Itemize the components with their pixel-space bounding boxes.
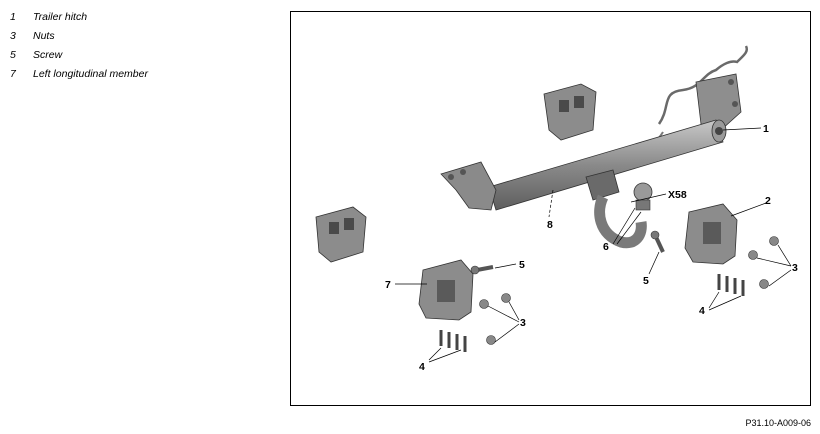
nut — [769, 236, 779, 246]
callout-3-right: 3 — [792, 262, 798, 274]
legend-number: 1 — [10, 11, 16, 23]
legend-number: 7 — [10, 68, 16, 80]
wiring-harness — [657, 45, 748, 125]
legend-text: Trailer hitch — [33, 11, 88, 23]
callout-7: 7 — [385, 279, 391, 291]
legend-item: 7 Left longitudinal member — [10, 65, 148, 84]
callout-8: 8 — [547, 219, 553, 231]
callout-3-left: 3 — [520, 317, 526, 329]
legend-item: 5 Screw — [10, 46, 148, 65]
callout-6: 6 — [603, 241, 609, 253]
legend-number: 3 — [10, 30, 16, 42]
figure-reference: P31.10-A009-06 — [745, 418, 811, 428]
leader-lines — [395, 127, 792, 363]
callout-5-left: 5 — [519, 259, 525, 271]
diagram-frame: 1 2 3 3 4 4 5 5 6 7 8 X58 — [290, 11, 811, 406]
tow-ball — [633, 182, 653, 202]
ball-neck — [594, 194, 647, 249]
nut — [479, 299, 489, 309]
left-bracket — [315, 206, 367, 263]
crossmember-tube — [488, 119, 724, 211]
nut — [759, 279, 769, 289]
callout-1: 1 — [763, 123, 769, 135]
legend-number: 5 — [10, 49, 16, 61]
callout-x58: X58 — [668, 189, 687, 201]
callout-4-right: 4 — [699, 305, 705, 317]
legend: 1 Trailer hitch 3 Nuts 5 Screw 7 Left lo… — [10, 8, 148, 84]
nut — [501, 293, 511, 303]
bolt-group-right — [717, 274, 745, 296]
legend-text: Nuts — [33, 30, 55, 42]
exploded-view-drawing: 1 2 3 3 4 4 5 5 6 7 8 X58 — [315, 45, 798, 373]
towbar-head — [585, 169, 620, 201]
callout-5-right: 5 — [643, 275, 649, 287]
legend-text: Screw — [33, 49, 63, 61]
legend-text: Left longitudinal member — [33, 68, 148, 80]
nut — [748, 250, 758, 260]
bolt-group-left — [439, 330, 467, 352]
right-end-bracket — [695, 73, 742, 131]
callout-4-left: 4 — [419, 361, 425, 373]
top-bracket — [543, 83, 597, 141]
legend-item: 3 Nuts — [10, 27, 148, 46]
legend-item: 1 Trailer hitch — [10, 8, 148, 27]
nut — [486, 335, 496, 345]
callout-2: 2 — [765, 195, 771, 207]
left-end-bracket — [440, 161, 497, 211]
